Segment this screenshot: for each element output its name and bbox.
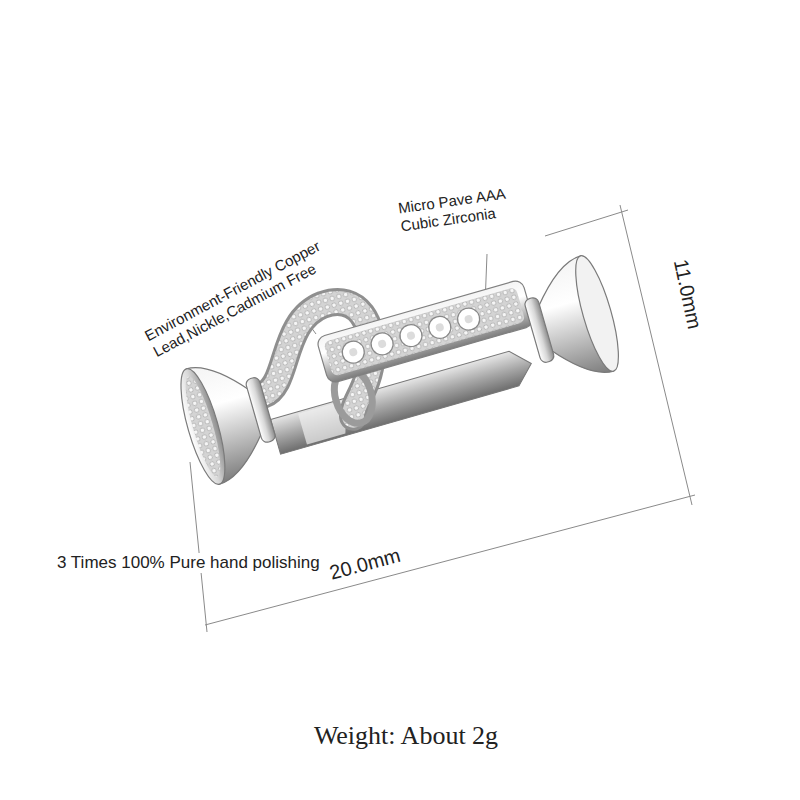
callout-text: 3 Times 100% Pure hand polishing [55,553,322,573]
band-pave [323,287,525,377]
zirconia-stones [340,306,483,366]
stone [340,339,367,366]
stone [369,330,396,357]
extension-line [545,210,628,236]
stone-facet [435,322,445,332]
stone [455,306,482,333]
weight-note: Weight: About 2g [4,720,800,751]
stone [397,322,424,349]
stone-facet [348,347,358,357]
dimension-label: 11.0mm [669,255,708,333]
clasp [165,229,627,489]
dimension-line [620,205,692,505]
band [316,279,535,384]
callout-text: Micro Pave AAA Cubic Zirconia [395,182,528,236]
stone-facet [377,339,387,349]
stone [426,314,453,341]
cap-face [172,365,234,489]
cap-face [567,252,627,375]
dimension-label: 20.0mm [325,542,405,585]
stone-facet [406,331,416,341]
extension-line [190,462,207,632]
stone-facet [464,314,474,324]
cap-face-pave [179,374,227,479]
cap-ring [524,296,556,363]
cap-ring [245,376,277,443]
